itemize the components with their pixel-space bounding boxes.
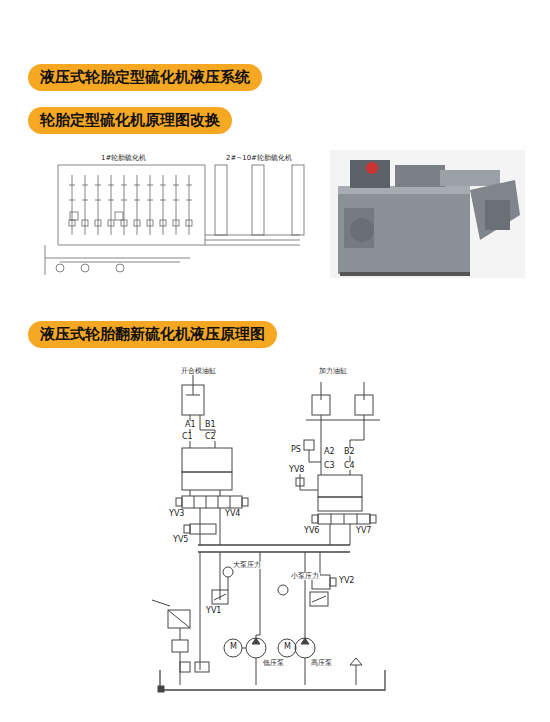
part-label: YV1 [205, 607, 222, 615]
part-label: 2#~10#轮胎硫化机 [225, 155, 293, 162]
part-label: B2 [343, 448, 356, 456]
part-label: YV2 [338, 577, 355, 585]
part-label: 大泵压力 [232, 562, 262, 569]
part-label: M [283, 643, 292, 651]
part-label: 加力油缸 [318, 368, 348, 375]
part-label: A1 [184, 421, 197, 429]
part-label: 低压泵 [262, 660, 285, 667]
part-label: 1#轮胎硫化机 [100, 155, 147, 162]
part-label: C4 [343, 462, 356, 470]
part-label: M [229, 643, 238, 651]
part-label: YV7 [355, 527, 372, 535]
part-label: C1 [181, 433, 194, 441]
part-label: C3 [323, 462, 336, 470]
part-label: B1 [204, 421, 217, 429]
part-label: YV5 [172, 536, 189, 544]
part-label: A2 [323, 448, 336, 456]
part-label: YV6 [303, 527, 320, 535]
part-label: YV8 [288, 466, 305, 474]
band-text: 液压式轮胎翻新硫化机液压原理图 [40, 325, 265, 344]
title-band: 液压式轮胎定型硫化机液压系统 [28, 64, 262, 91]
band-text: 轮胎定型硫化机原理图改换 [40, 111, 220, 130]
part-label: C2 [204, 433, 217, 441]
part-label: 小泵压力 [290, 573, 320, 580]
part-label: 开合模油缸 [180, 368, 217, 375]
title-band: 液压式轮胎翻新硫化机液压原理图 [28, 321, 277, 348]
part-label: YV4 [224, 510, 241, 518]
part-label: PS [290, 446, 302, 454]
part-label: YV3 [168, 510, 185, 518]
title-band: 轮胎定型硫化机原理图改换 [28, 107, 232, 134]
band-text: 液压式轮胎定型硫化机液压系统 [40, 68, 250, 87]
part-label: 高压泵 [310, 660, 333, 667]
